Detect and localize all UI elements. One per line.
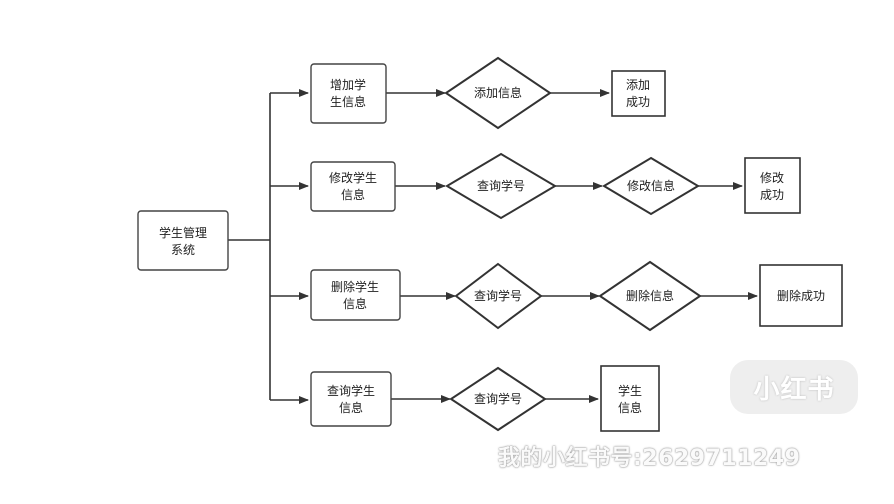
watermark-logo: 小红书 xyxy=(730,360,858,414)
decision-add-info-label: 添加信息 xyxy=(474,85,522,100)
node-student-info: 学生 信息 xyxy=(600,365,660,432)
node-query-student: 查询学生 信息 xyxy=(310,371,392,427)
node-edit-line2: 信息 xyxy=(341,187,365,202)
decision-edit-query-label: 查询学号 xyxy=(477,178,525,193)
node-add-line2: 生信息 xyxy=(330,94,366,109)
decision-delete-query-label: 查询学号 xyxy=(474,288,522,303)
node-add-success-line1: 添加 xyxy=(626,78,650,92)
node-delete-success: 删除成功 xyxy=(759,264,843,327)
node-root: 学生管理 系统 xyxy=(137,210,229,271)
node-delete-line1: 删除学生 xyxy=(331,279,379,294)
watermark-text: 我的小红书号:2629711249 xyxy=(498,446,801,471)
decision-query-label: 查询学号 xyxy=(474,391,522,406)
decision-delete-info-label: 删除信息 xyxy=(626,288,674,303)
node-root-line1: 学生管理 xyxy=(159,225,207,240)
decision-edit-query-id: 查询学号 xyxy=(445,152,557,220)
decision-delete-query-id: 查询学号 xyxy=(454,262,543,330)
node-edit-success-line2: 成功 xyxy=(760,188,784,202)
node-add-student: 增加学 生信息 xyxy=(310,63,387,124)
decision-edit-info: 修改信息 xyxy=(602,156,700,216)
node-add-line1: 增加学 xyxy=(330,77,366,92)
node-delete-success-label: 删除成功 xyxy=(777,288,825,303)
decision-edit-info-label: 修改信息 xyxy=(627,178,675,193)
connectors xyxy=(228,89,758,404)
decision-add-info: 添加信息 xyxy=(444,56,552,130)
node-student-info-line2: 信息 xyxy=(618,400,642,415)
node-add-success-line2: 成功 xyxy=(626,95,650,109)
node-delete-student: 删除学生 信息 xyxy=(310,269,401,321)
node-edit-line1: 修改学生 xyxy=(329,170,377,185)
node-query-line1: 查询学生 xyxy=(327,383,375,398)
node-delete-line2: 信息 xyxy=(343,296,367,311)
node-add-success: 添加 成功 xyxy=(611,70,666,117)
node-student-info-line1: 学生 xyxy=(618,383,642,398)
node-edit-success: 修改 成功 xyxy=(744,157,801,214)
node-edit-success-line1: 修改 xyxy=(760,170,784,185)
node-query-line2: 信息 xyxy=(339,400,363,415)
node-root-line2: 系统 xyxy=(171,243,195,257)
decision-query-id: 查询学号 xyxy=(449,366,547,432)
decision-delete-info: 删除信息 xyxy=(598,260,702,332)
node-edit-student: 修改学生 信息 xyxy=(310,161,396,212)
